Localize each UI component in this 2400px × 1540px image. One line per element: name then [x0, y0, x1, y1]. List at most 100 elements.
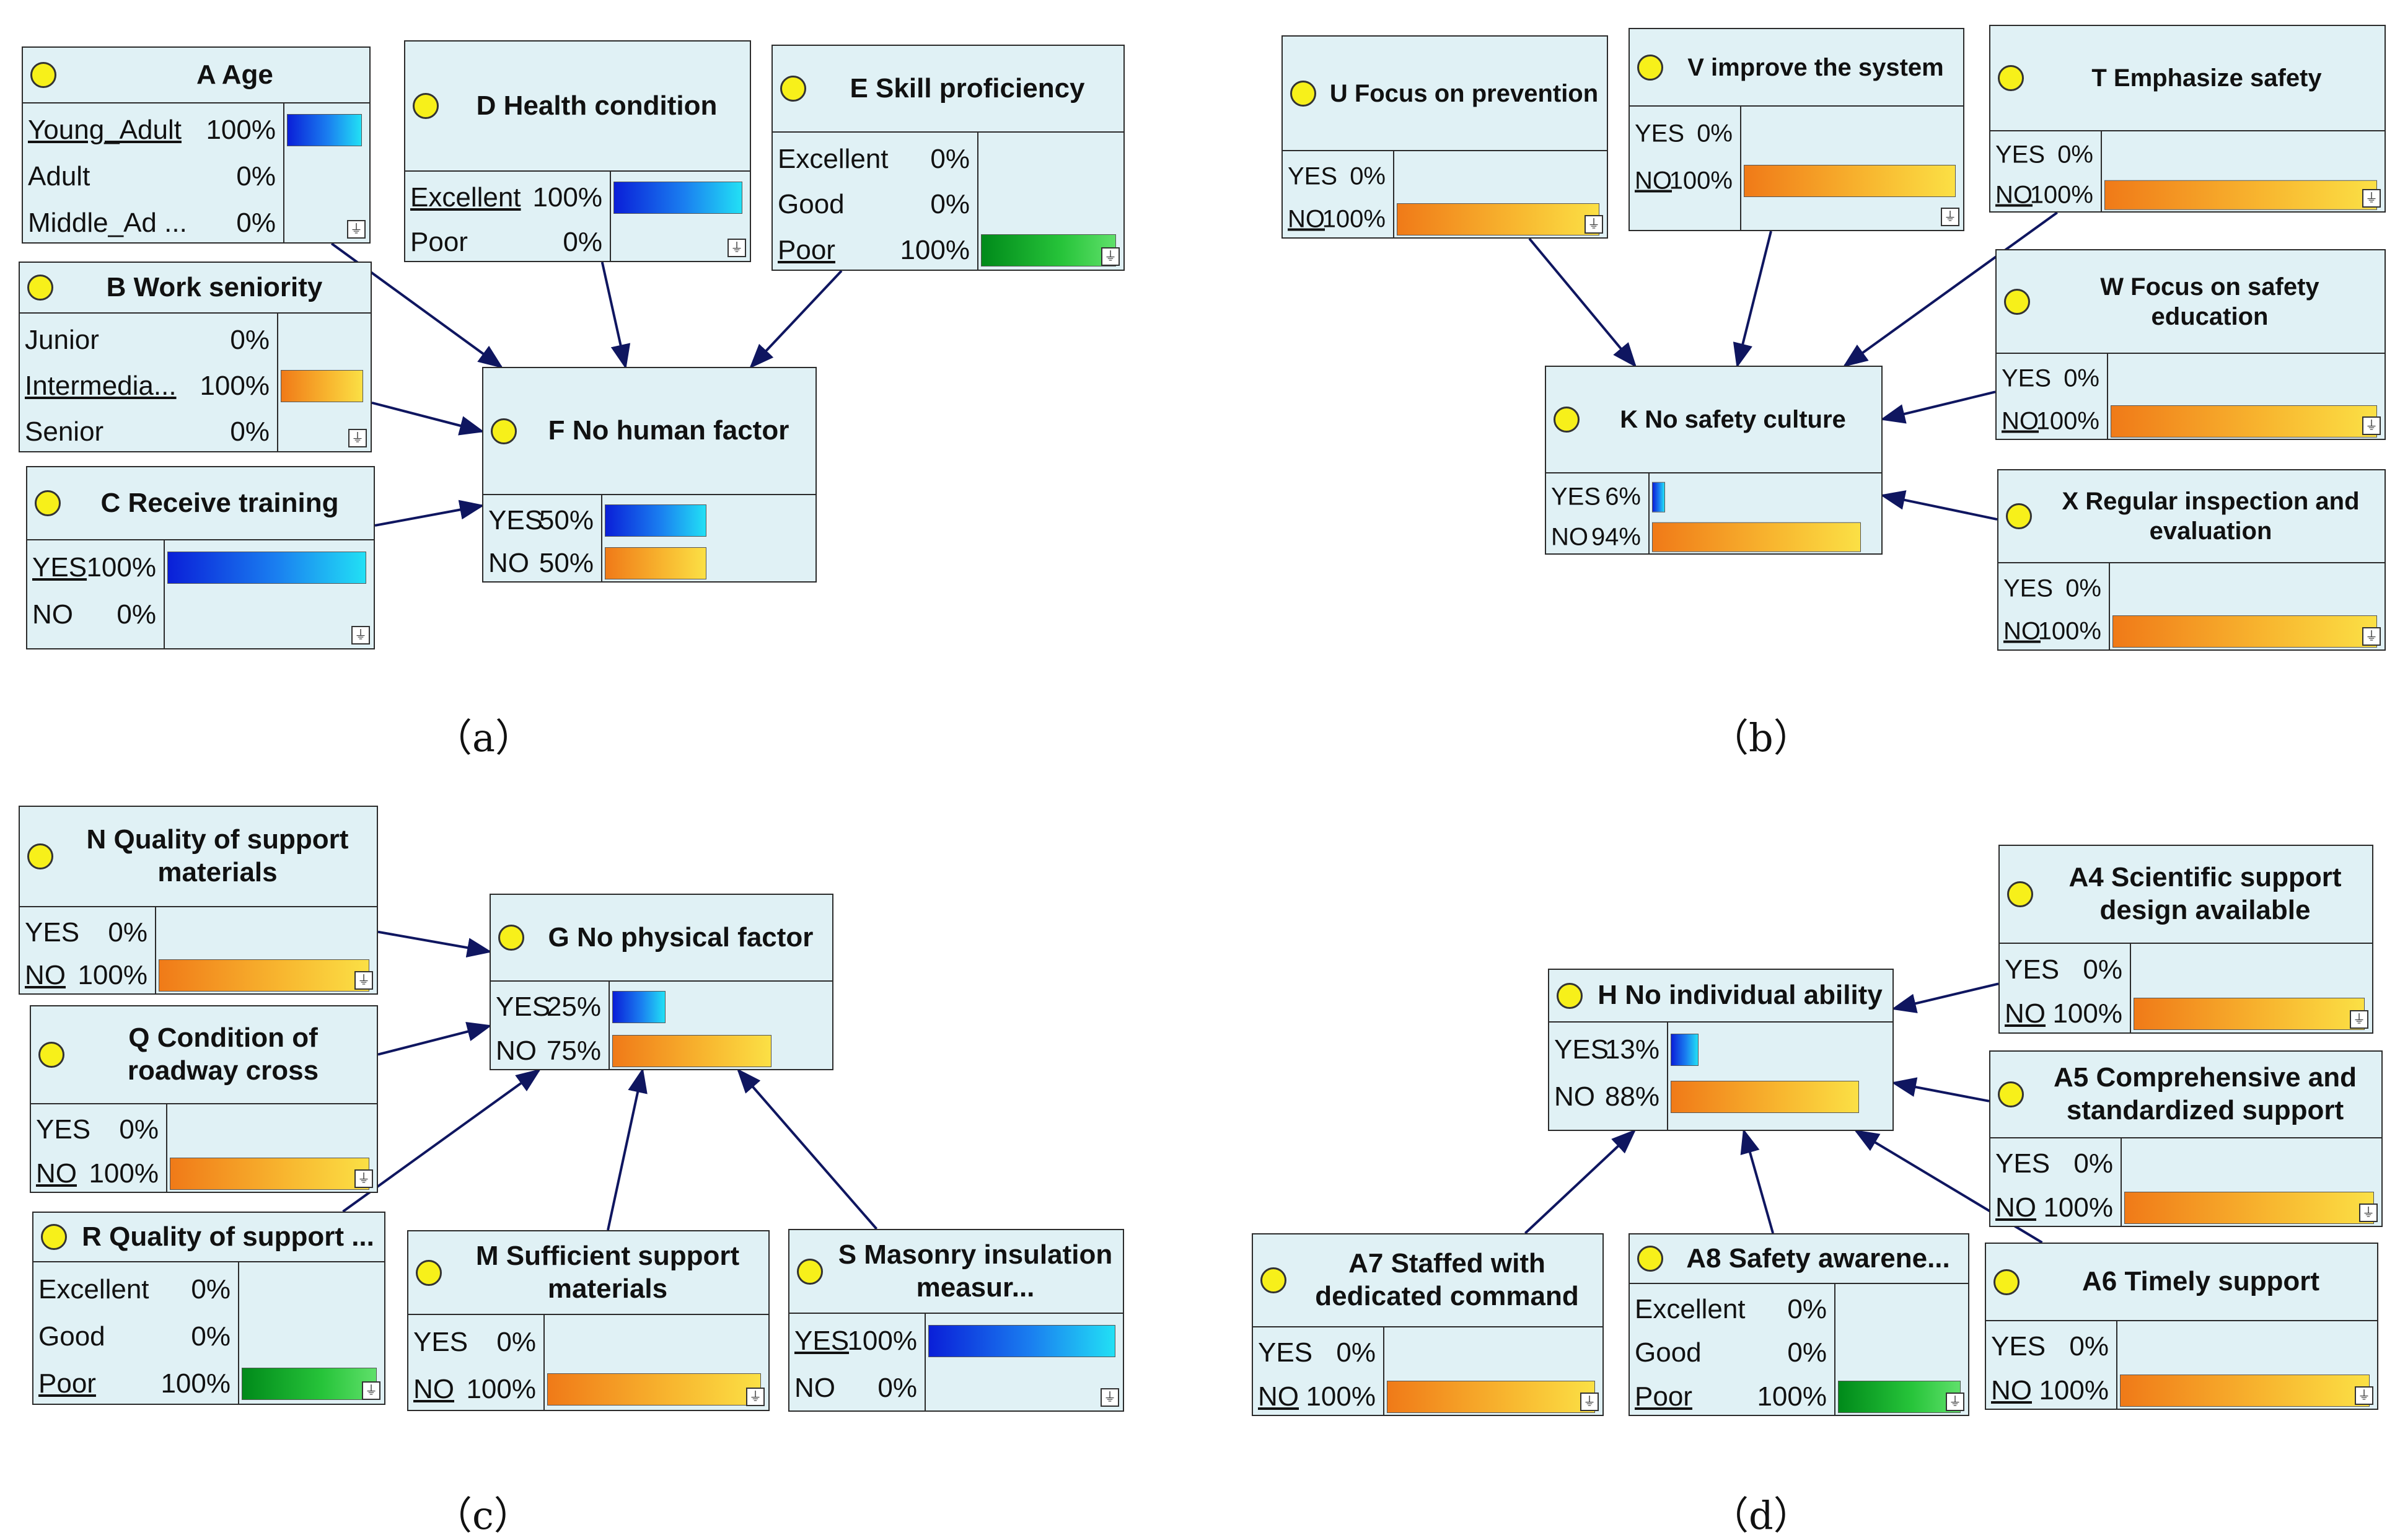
state-bar — [612, 1034, 772, 1067]
ground-icon[interactable]: ⏚ — [354, 971, 373, 990]
ground-icon[interactable]: ⏚ — [1946, 1393, 1964, 1411]
node-divider — [1834, 1284, 1835, 1415]
ground-icon[interactable]: ⏚ — [1101, 1388, 1119, 1407]
ground-icon[interactable]: ⏚ — [347, 220, 366, 239]
ground-icon[interactable]: ⏚ — [2355, 1386, 2373, 1405]
ground-icon[interactable]: ⏚ — [362, 1381, 380, 1400]
ground-icon[interactable]: ⏚ — [2362, 627, 2381, 646]
node-a5[interactable]: A5 Comprehensive and standardized suppor… — [1989, 1050, 2383, 1227]
node-bulb-icon — [1290, 80, 1316, 107]
ground-icon[interactable]: ⏚ — [1580, 1393, 1599, 1411]
ground-icon[interactable]: ⏚ — [354, 1169, 373, 1188]
ground-icon[interactable]: ⏚ — [351, 626, 370, 645]
ground-icon[interactable]: ⏚ — [1941, 208, 1959, 226]
ground-icon[interactable]: ⏚ — [2362, 189, 2381, 208]
ground-icon[interactable]: ⏚ — [727, 239, 746, 257]
ground-icon[interactable]: ⏚ — [2350, 1010, 2368, 1029]
ground-icon[interactable]: ⏚ — [1585, 215, 1603, 234]
state-row[interactable]: Middle_Ad ...0% — [23, 200, 369, 246]
ground-icon[interactable]: ⏚ — [1101, 247, 1120, 266]
ground-icon[interactable]: ⏚ — [2359, 1203, 2378, 1222]
ground-icon[interactable]: ⏚ — [348, 429, 367, 447]
ground-icon[interactable]: ⏚ — [2362, 416, 2381, 435]
ground-icon[interactable]: ⏚ — [746, 1388, 765, 1406]
state-row[interactable]: Intermedia...100% — [20, 363, 371, 409]
